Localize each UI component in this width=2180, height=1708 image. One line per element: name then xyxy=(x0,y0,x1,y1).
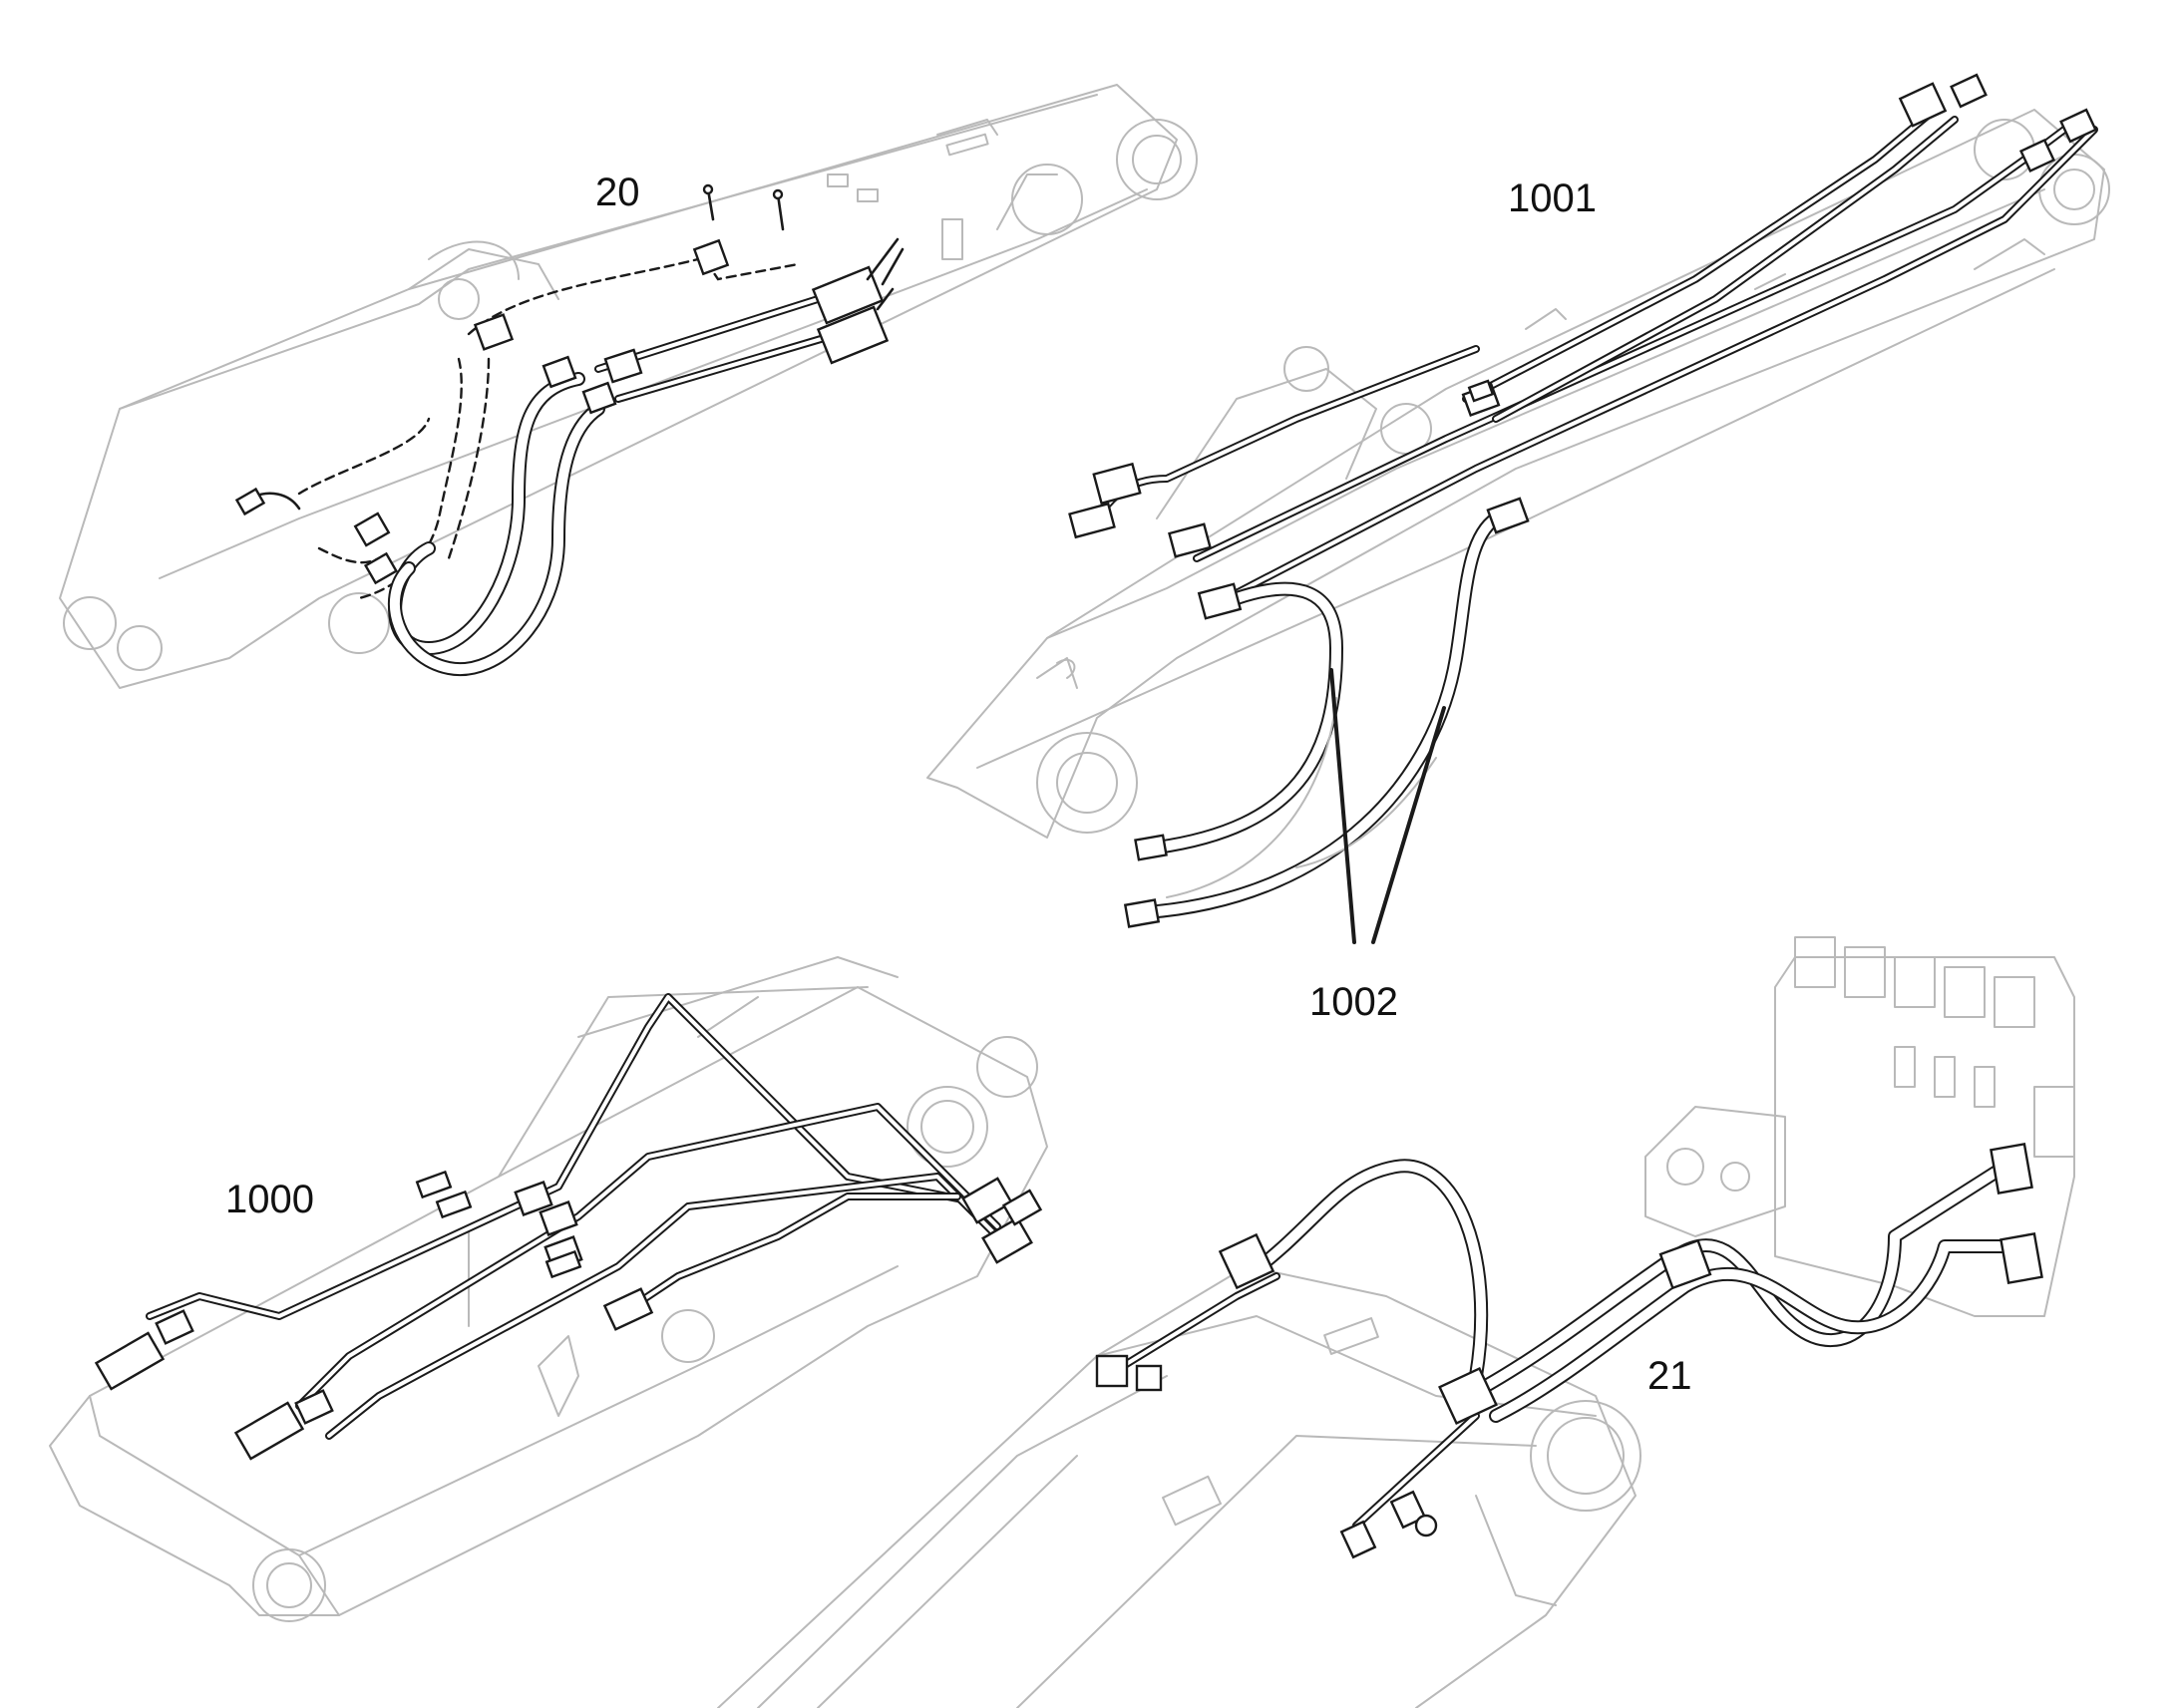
callout-20: 20 xyxy=(595,171,640,214)
callout-1001: 1001 xyxy=(1508,176,1597,220)
callout-21: 21 xyxy=(1647,1354,1692,1398)
callout-1002: 1002 xyxy=(1309,980,1398,1024)
assembly-1000-arm xyxy=(49,956,1048,1622)
callout-1000: 1000 xyxy=(225,1178,314,1221)
assembly-20-boom xyxy=(59,84,1198,689)
leader-lines-1002 xyxy=(1329,668,1446,944)
assembly-21-valve xyxy=(717,936,2075,1708)
